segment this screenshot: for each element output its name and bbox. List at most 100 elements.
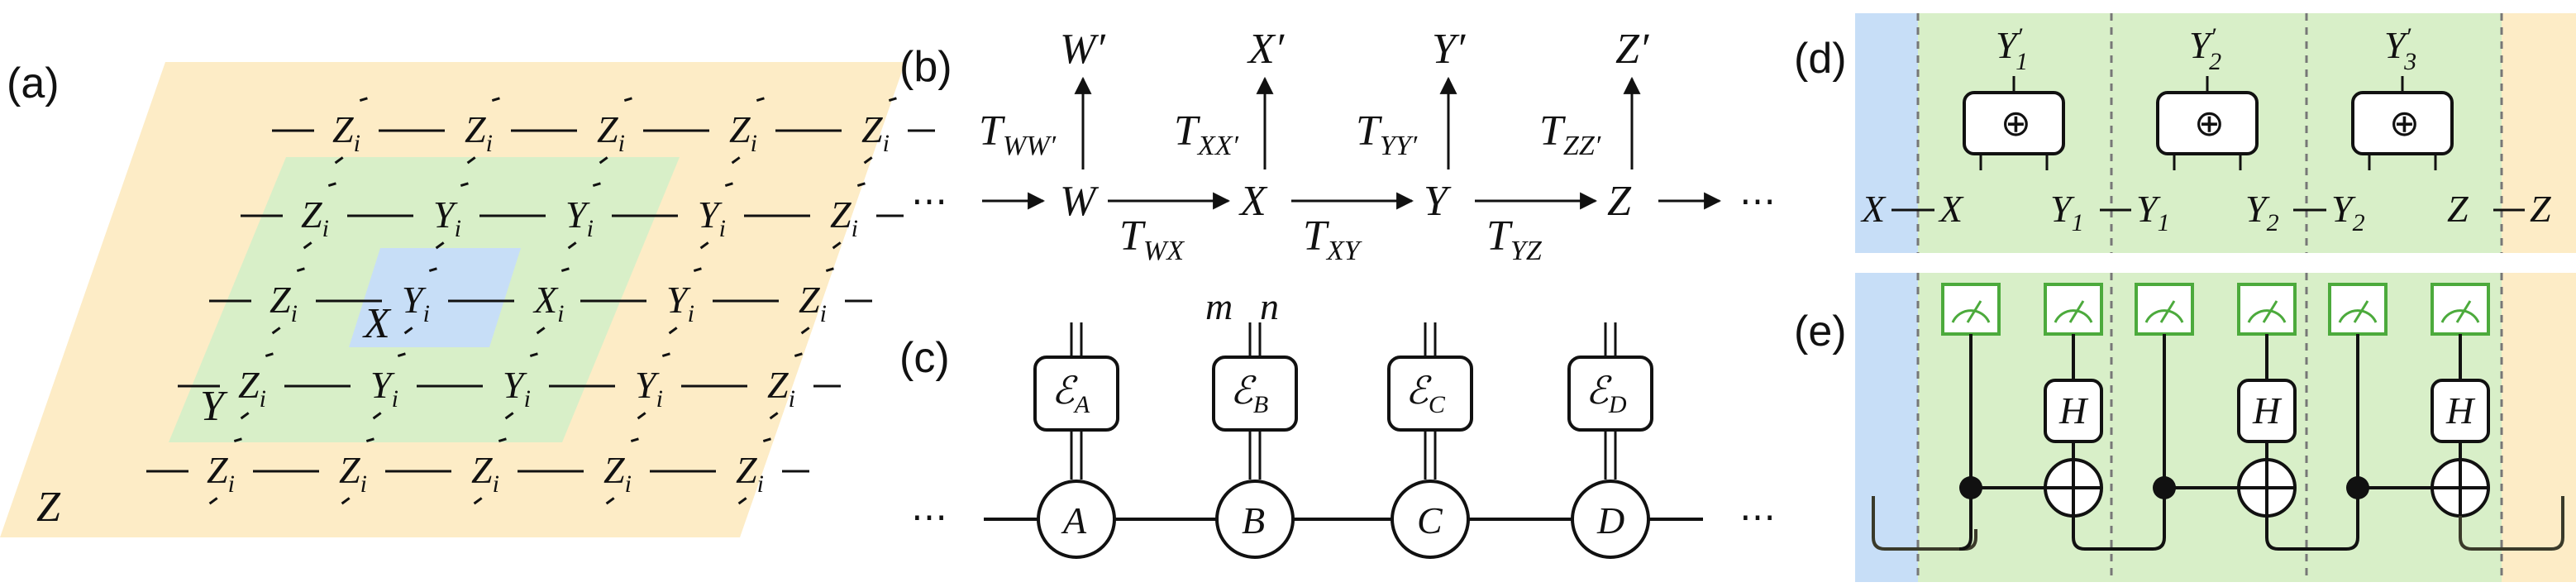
lattice-bond	[567, 241, 577, 250]
y-node-label: Yi	[433, 193, 461, 242]
lattice-bond	[724, 182, 733, 188]
channel-label: ℰC	[1405, 370, 1446, 418]
lattice-bond	[372, 412, 382, 420]
wire-label-y1: Y1	[2050, 188, 2084, 236]
lattice-bond	[623, 97, 632, 103]
meter-box	[2431, 283, 2490, 336]
channel-box	[1387, 356, 1473, 432]
meter-needle	[1966, 300, 1982, 323]
lattice-bond	[397, 352, 406, 358]
z-node-label: Zi	[861, 108, 890, 157]
panel-e-label: (e)	[1794, 308, 1847, 356]
node-label: A	[1061, 499, 1087, 542]
node-label: B	[1242, 499, 1265, 542]
meter-box	[1941, 283, 2001, 336]
lattice-bond	[863, 156, 873, 165]
channel-box	[1567, 356, 1653, 432]
meter-box	[2044, 283, 2103, 336]
lattice-bond	[435, 241, 445, 250]
panel-c-label: (c)	[899, 334, 950, 382]
lattice-bond	[473, 497, 483, 505]
lattice-bond	[630, 437, 639, 443]
lattice-bond	[794, 352, 803, 358]
outcome-n: n	[1260, 285, 1279, 327]
bottom-link	[1958, 537, 1973, 551]
chain-ellipsis-left-c: ⋯	[911, 497, 947, 537]
bottom-wire	[1872, 496, 1977, 551]
z-node-label: Zi	[736, 449, 764, 498]
map-t-yz: TYZ	[1486, 212, 1543, 266]
output-y-prime: Y′	[1432, 26, 1467, 73]
lattice-bond	[208, 497, 218, 505]
lattice-bond	[504, 412, 514, 420]
xor-gate-3: Y′3⊕	[2351, 23, 2454, 170]
zone-x-label: X	[362, 300, 392, 347]
z-node-label: Zi	[471, 449, 499, 498]
site-a: ℰAA	[1033, 322, 1119, 559]
node-x: X	[1238, 178, 1268, 225]
meter-arc	[2247, 309, 2287, 323]
lattice-bond	[731, 156, 741, 165]
meter-arc	[2144, 309, 2184, 323]
meter-arc	[2054, 309, 2093, 323]
lattice-bond	[466, 156, 476, 165]
lattice-bond	[428, 267, 437, 273]
xor-symbol: ⊕	[2194, 103, 2225, 144]
lattice-bond	[599, 156, 608, 165]
lattice-bond	[271, 327, 281, 335]
map-t-wx: TWX	[1119, 212, 1185, 266]
z-node-label: Zi	[799, 279, 827, 327]
channel-box	[1212, 356, 1298, 432]
z-node-label: Zi	[339, 449, 367, 498]
lattice-bond	[303, 241, 312, 250]
y-node-label: Yi	[635, 364, 663, 413]
wire-label-x: X	[1938, 188, 1964, 230]
z-node-label: Zi	[270, 279, 298, 327]
lattice-bond	[769, 412, 779, 420]
meter-arc	[2338, 309, 2378, 323]
node-label: C	[1417, 499, 1443, 542]
meter-arc	[2440, 309, 2480, 323]
lattice-bond	[737, 497, 747, 505]
map-t-wwprime: TWW′	[979, 107, 1057, 161]
lattice-bond	[403, 327, 413, 335]
channel-label: ℰD	[1586, 370, 1627, 418]
lattice-bond	[341, 497, 351, 505]
wire-label-z: Z	[2530, 188, 2551, 230]
meter-needle	[2455, 300, 2472, 323]
region-z-strip	[2502, 13, 2576, 253]
wire-label-y2: Y2	[2245, 188, 2279, 236]
lattice-bond	[240, 412, 250, 420]
z-node-label: Zi	[332, 108, 360, 157]
y-node-label: Yi	[503, 364, 531, 413]
bottom-link	[2459, 516, 2564, 551]
site-d: ℰD D	[1567, 322, 1653, 559]
meter-box	[2237, 283, 2297, 336]
lattice-bond	[265, 352, 274, 358]
lattice-bond	[529, 352, 538, 358]
bottom-link	[2265, 516, 2359, 551]
z-node-label: Zi	[830, 193, 858, 242]
lattice-bond	[491, 97, 500, 103]
channel-box	[1033, 356, 1119, 432]
lattice-bond	[592, 182, 601, 188]
lattice-bond	[498, 437, 507, 443]
output-w-prime: W′	[1060, 26, 1106, 73]
zone-x-region	[349, 248, 521, 347]
map-t-zzprime: TZZ′	[1539, 107, 1601, 161]
lattice-bond	[762, 437, 771, 443]
output-label: Y′2	[2189, 23, 2221, 75]
zone-y-label: Y	[200, 383, 228, 430]
channel-label: ℰB	[1230, 370, 1268, 418]
z-node-label: Zi	[238, 364, 266, 413]
x-node-label: Xi	[532, 279, 564, 327]
meter-arc	[1951, 309, 1991, 323]
site-group: ℰAA ℰB B ℰC C ℰD D	[1033, 322, 1653, 559]
map-t-yyprime: TYY′	[1356, 107, 1418, 161]
node-label: D	[1596, 499, 1624, 542]
